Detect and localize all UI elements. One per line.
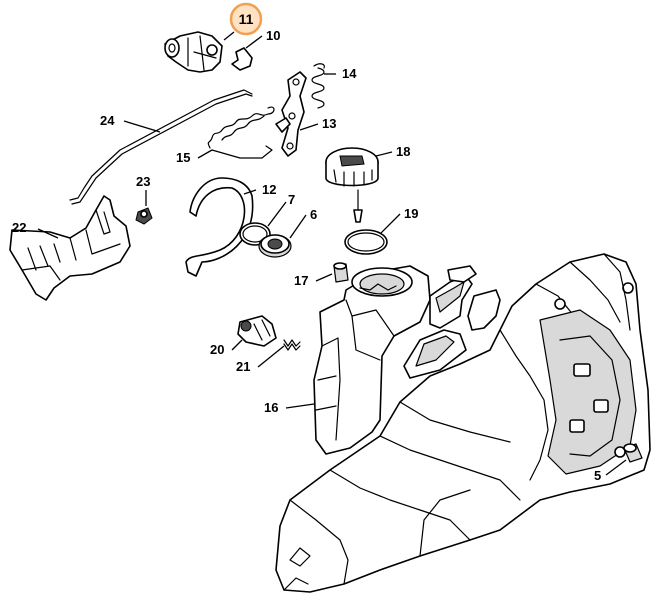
callout-10[interactable]: 10 xyxy=(266,28,280,43)
part-20-pump[interactable] xyxy=(237,315,277,347)
callout-13[interactable]: 13 xyxy=(322,116,336,131)
gasket-pieces[interactable] xyxy=(403,265,501,379)
callout-14[interactable]: 14 xyxy=(342,66,357,81)
part-23-screw[interactable] xyxy=(135,207,153,225)
callout-7[interactable]: 7 xyxy=(288,192,295,207)
part-22-handle[interactable] xyxy=(9,195,131,301)
part-24-rod[interactable] xyxy=(69,89,253,205)
callout-17[interactable]: 17 xyxy=(294,273,308,288)
leader-lines xyxy=(37,31,627,476)
part-21-spring[interactable] xyxy=(283,339,301,351)
callout-5[interactable]: 5 xyxy=(594,468,601,483)
callout-19[interactable]: 19 xyxy=(404,206,418,221)
part-10-clip[interactable] xyxy=(231,47,253,71)
part-16-tank[interactable] xyxy=(313,265,431,455)
callout-22[interactable]: 22 xyxy=(12,220,26,235)
callout-24[interactable]: 24 xyxy=(100,113,115,128)
part-14-spring[interactable] xyxy=(311,63,325,109)
part-19-oring[interactable] xyxy=(344,229,388,255)
callout-18[interactable]: 18 xyxy=(396,144,410,159)
part-15-spring[interactable] xyxy=(207,106,275,159)
part-18-cap[interactable] xyxy=(325,147,379,223)
main-housing[interactable] xyxy=(275,253,651,593)
part-13-lever[interactable] xyxy=(275,71,307,157)
part-11-switch[interactable] xyxy=(164,31,223,73)
part-5-pin[interactable] xyxy=(623,443,643,463)
callout-16[interactable]: 16 xyxy=(264,400,278,415)
callout-12[interactable]: 12 xyxy=(262,182,276,197)
part-17-plug[interactable] xyxy=(333,262,349,283)
callout-20[interactable]: 20 xyxy=(210,342,224,357)
callout-11[interactable]: 11 xyxy=(239,11,254,27)
callouts: 11 10 14 24 13 15 18 23 12 7 22 6 19 17 … xyxy=(12,2,601,483)
callout-6[interactable]: 6 xyxy=(310,207,317,222)
callout-15[interactable]: 15 xyxy=(176,150,190,165)
callout-21[interactable]: 21 xyxy=(236,359,250,374)
callout-23[interactable]: 23 xyxy=(136,174,150,189)
part-6-bearing[interactable] xyxy=(258,234,292,258)
highlight-ring xyxy=(229,2,263,36)
